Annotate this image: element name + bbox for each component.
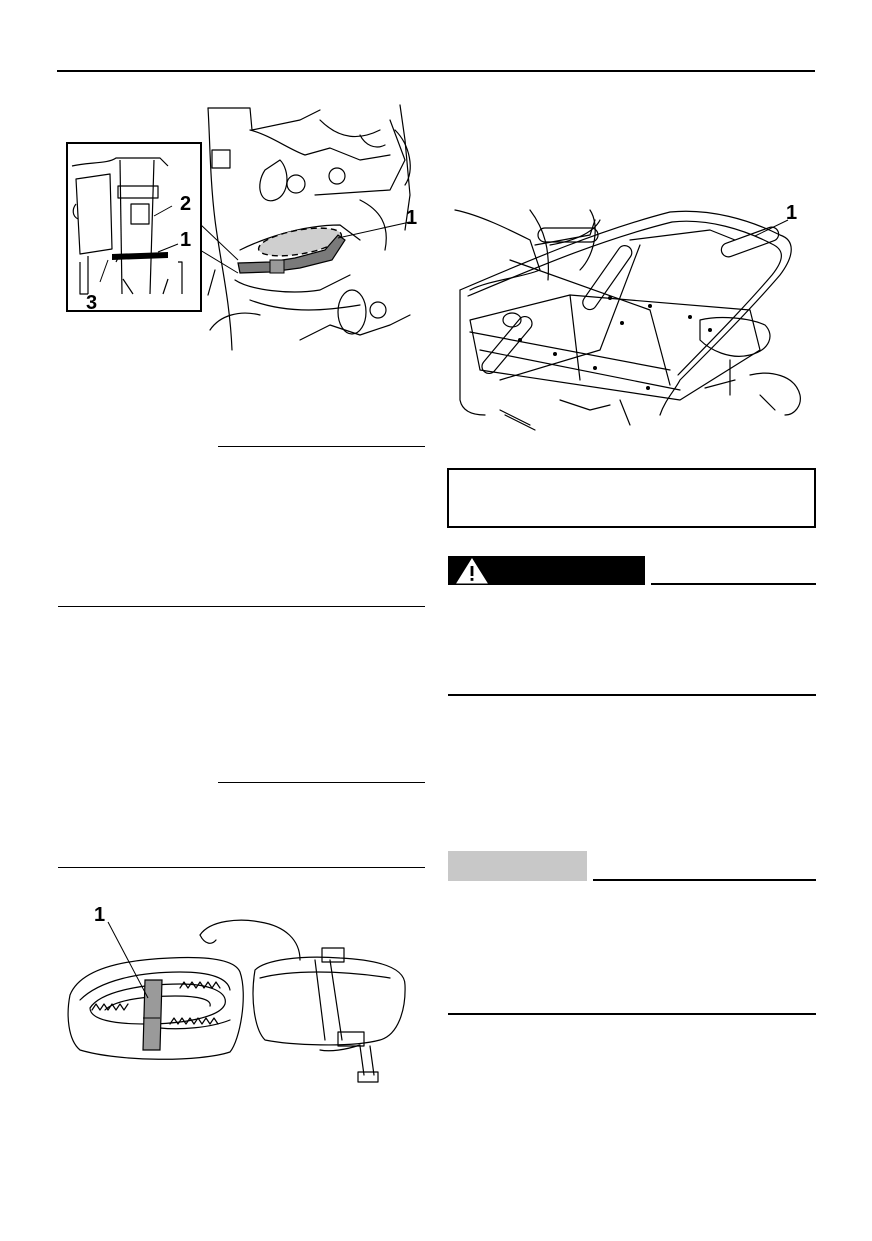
inset-illustration (68, 144, 202, 312)
left-full-rule-2 (58, 867, 425, 868)
inset-callout-3: 3 (86, 292, 98, 314)
notice-banner (448, 851, 587, 881)
inset-callout-1: 1 (180, 229, 192, 251)
figure-cargo-bed: 1 (450, 200, 820, 440)
cargo-bed-callout-1: 1 (786, 202, 798, 224)
left-full-rule-1 (58, 606, 425, 607)
header-rule (57, 70, 815, 72)
inset-callout-2: 2 (180, 193, 192, 215)
left-short-rule-1 (218, 446, 425, 447)
cargo-bed-illustration (450, 200, 820, 440)
warning-triangle-icon (456, 558, 488, 584)
figure-belt-case: 2 1 3 1 (60, 100, 430, 370)
tool-bag-illustration (60, 900, 430, 1100)
belt-case-inset (66, 142, 202, 312)
warning-banner (448, 556, 645, 585)
figure-tool-bag: 1 (60, 900, 430, 1100)
tool-bag-callout-1: 1 (94, 904, 106, 926)
warning-banner-rule (651, 583, 816, 585)
notice-box (447, 468, 816, 528)
left-short-rule-2 (218, 782, 425, 783)
right-full-rule-1 (448, 694, 816, 696)
notice-banner-rule (593, 879, 816, 881)
belt-case-illustration (60, 100, 430, 370)
main-callout-1: 1 (406, 207, 418, 229)
right-full-rule-2 (448, 1013, 816, 1015)
